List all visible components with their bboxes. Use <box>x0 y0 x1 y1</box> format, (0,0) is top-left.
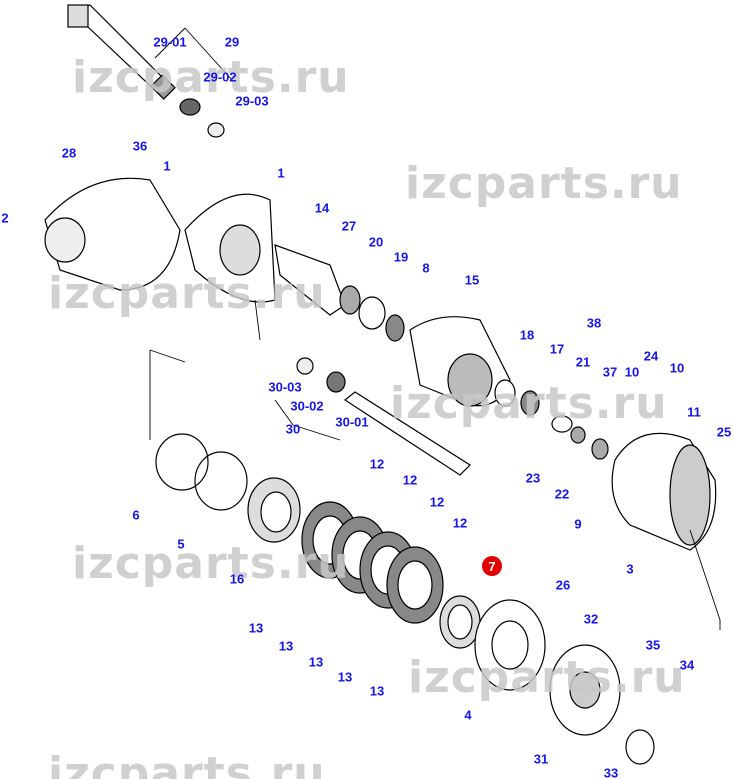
part-label[interactable]: 15 <box>464 272 480 288</box>
bearing-17 <box>520 390 540 416</box>
part-label[interactable]: 29-01 <box>153 34 187 50</box>
spindle-14 <box>274 244 346 316</box>
watermark: izcparts.ru <box>48 748 326 779</box>
nut-22 <box>591 438 609 460</box>
cone-18 <box>494 379 516 407</box>
part-label[interactable]: 13 <box>369 683 385 699</box>
part-label[interactable]: 36 <box>132 138 148 154</box>
part-label[interactable]: 30-02 <box>290 398 324 414</box>
part-label[interactable]: 12 <box>369 456 385 472</box>
part-label[interactable]: 26 <box>555 577 571 593</box>
part-label[interactable]: 31 <box>533 751 549 767</box>
bearing-20 <box>339 285 361 315</box>
o-ring-6 <box>155 433 209 491</box>
part-label[interactable]: 29-03 <box>235 93 269 109</box>
part-label[interactable]: 28 <box>61 145 77 161</box>
part-label[interactable]: 32 <box>583 611 599 627</box>
cap-33 <box>625 729 655 765</box>
watermark: izcparts.ru <box>405 158 683 209</box>
watermark: izcparts.ru <box>72 52 350 103</box>
part-label[interactable]: 29 <box>224 34 240 50</box>
part-label[interactable]: 24 <box>643 348 659 364</box>
part-label[interactable]: 33 <box>603 765 619 779</box>
part-label[interactable]: 12 <box>402 472 418 488</box>
watermark: izcparts.ru <box>408 652 686 703</box>
part-label[interactable]: 1 <box>277 165 285 181</box>
watermark: izcparts.ru <box>72 538 350 589</box>
part-label[interactable]: 13 <box>337 669 353 685</box>
part-label[interactable]: 30-03 <box>268 379 302 395</box>
part-label[interactable]: 19 <box>393 249 409 265</box>
part-label[interactable]: 38 <box>586 315 602 331</box>
part-label[interactable]: 35 <box>645 637 661 653</box>
part-label[interactable]: 3 <box>626 561 634 577</box>
part-label[interactable]: 9 <box>574 516 582 532</box>
shaft-30 <box>343 391 471 476</box>
part-label[interactable]: 5 <box>177 536 185 552</box>
part-label[interactable]: 8 <box>422 260 430 276</box>
part-label[interactable]: 30-01 <box>335 414 369 430</box>
shaft-29 <box>67 4 176 100</box>
part-label[interactable]: 13 <box>308 654 324 670</box>
part-label[interactable]: 16 <box>229 571 245 587</box>
ring-19 <box>358 296 386 330</box>
watermark: izcparts.ru <box>390 378 668 429</box>
collar-29-03 <box>207 122 225 138</box>
part-label[interactable]: 4 <box>464 707 472 723</box>
part-label[interactable]: 6 <box>132 507 140 523</box>
part-label[interactable]: 37 <box>602 364 618 380</box>
part-label[interactable]: 13 <box>248 620 264 636</box>
seal-8 <box>385 314 405 342</box>
part-label[interactable]: 11 <box>687 404 701 420</box>
part-label[interactable]: 25 <box>716 424 732 440</box>
watermark: izcparts.ru <box>48 268 326 319</box>
part-label[interactable]: 23 <box>525 470 541 486</box>
part-label[interactable]: 10 <box>669 360 685 376</box>
part-label[interactable]: 20 <box>368 234 384 250</box>
highlighted-part-label[interactable]: 7 <box>482 556 502 576</box>
part-label[interactable]: 29-02 <box>203 69 237 85</box>
part-label[interactable]: 1 <box>163 158 171 174</box>
part-label[interactable]: 12 <box>429 494 445 510</box>
bearing-29-02 <box>179 98 201 116</box>
part-label[interactable]: 21 <box>575 354 591 370</box>
o-ring-5 <box>194 451 248 511</box>
washer-21 <box>551 415 573 433</box>
part-label[interactable]: 14 <box>314 200 330 216</box>
part-label[interactable]: 2 <box>1 210 9 226</box>
part-label[interactable]: 12 <box>452 515 468 531</box>
nut-23 <box>570 426 586 444</box>
disc-pack <box>301 501 444 624</box>
part-label[interactable]: 34 <box>679 657 695 673</box>
part-label[interactable]: 18 <box>519 327 535 343</box>
part-label[interactable]: 27 <box>341 218 357 234</box>
housing-1-left <box>44 177 181 291</box>
part-label[interactable]: 22 <box>554 486 570 502</box>
part-label[interactable]: 10 <box>624 364 640 380</box>
part-label[interactable]: 13 <box>278 638 294 654</box>
part-label[interactable]: 30 <box>285 421 301 437</box>
part-label[interactable]: 17 <box>549 341 565 357</box>
